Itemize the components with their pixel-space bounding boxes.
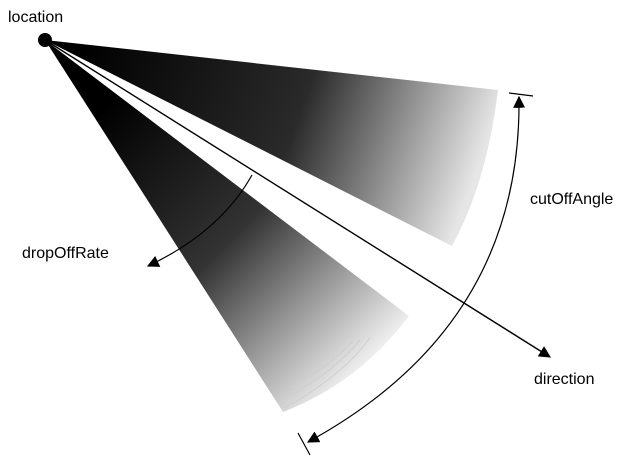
cutoff-angle-tick-bottom <box>297 432 311 456</box>
drop-off-rate-arc <box>146 174 253 267</box>
cutoff-angle-arc <box>306 95 526 443</box>
location-label: location <box>8 9 64 26</box>
cutoff-angle-label: cutOffAngle <box>530 191 614 208</box>
cutoff-angle-tick-top <box>508 92 534 97</box>
drop-off-rate-label: dropOffRate <box>22 245 109 262</box>
direction-label: direction <box>534 371 595 388</box>
location-marker-icon <box>38 33 52 47</box>
